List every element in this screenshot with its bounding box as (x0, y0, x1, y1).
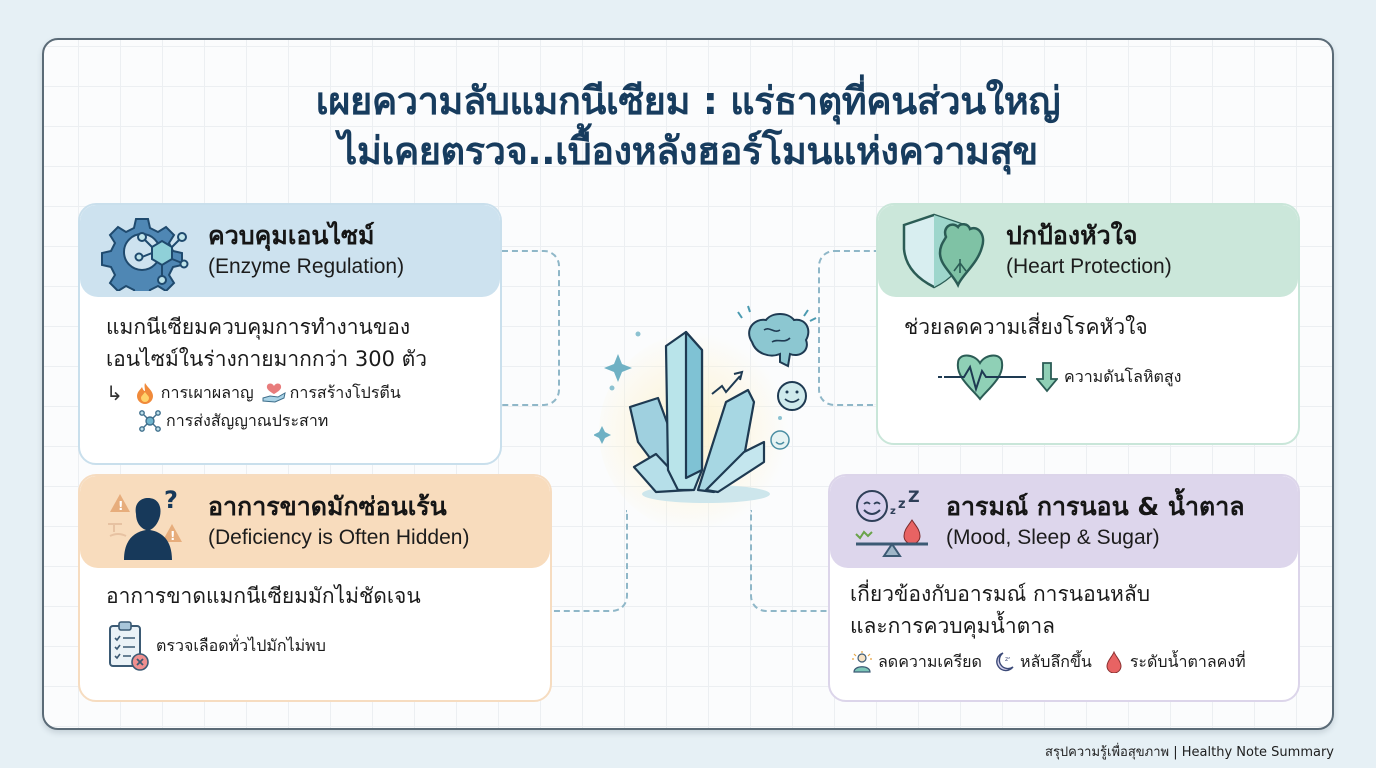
card-title-en: (Mood, Sleep & Sugar) (946, 526, 1160, 549)
heart-hand-icon (262, 381, 286, 405)
card-header: z z Z อารมณ์ การนอน & น้ำตาล (Mood, Slee… (830, 476, 1298, 568)
card-title-th: อารมณ์ การนอน & น้ำตาล (946, 492, 1245, 521)
card-body: อาการขาดแมกนีเซียมมักไม่ชัดเจน ตรวจเลือด… (80, 568, 550, 672)
footer-caption: สรุปความรู้เพื่อสุขภาพ | Healthy Note Su… (1045, 745, 1334, 760)
moon-sleep-icon: zᶻ (992, 650, 1016, 674)
card-mood-sleep-sugar: z z Z อารมณ์ การนอน & น้ำตาล (Mood, Slee… (828, 474, 1300, 702)
connector-deficiency (552, 510, 628, 612)
benefit-row: ความดันโลหิตสูง (904, 353, 1298, 401)
card-enzyme-regulation: ควบคุมเอนไซม์ (Enzyme Regulation) แมกนีเ… (78, 203, 502, 465)
title-line-2: ไม่เคยตรวจ..เบื้องหลังฮอร์โมนแห่งความสุข (338, 129, 1038, 173)
shield-heart-icon (898, 213, 988, 291)
function-label: การส่งสัญญาณประสาท (166, 411, 329, 430)
neuron-network-icon (138, 409, 162, 433)
body-line-1: อาการขาดแมกนีเซียมมักไม่ชัดเจน (106, 584, 421, 608)
benefit-label: หลับลึกขึ้น (1019, 652, 1092, 671)
card-title-en: (Heart Protection) (1006, 255, 1172, 278)
svg-text:!: ! (170, 529, 175, 543)
title-line-1: เผยความลับแมกนีเซียม : แร่ธาตุที่คนส่วนใ… (315, 79, 1061, 123)
function-label: การเผาผลาญ (160, 383, 254, 402)
svg-text:?: ? (164, 486, 178, 514)
magnesium-crystal-icon (593, 302, 834, 562)
connector-heart (818, 250, 876, 406)
svg-text:zᶻ: zᶻ (1005, 656, 1010, 663)
heartbeat-icon (930, 353, 1030, 401)
clipboard-x-icon (106, 620, 150, 672)
fire-icon (133, 381, 157, 405)
svg-text:!: ! (118, 499, 123, 513)
connector-enzyme (502, 250, 560, 406)
calm-person-icon (850, 650, 874, 674)
card-title-th: อาการขาดมักซ่อนเร้น (208, 492, 447, 521)
card-header: ! ! ? อาการขาดมักซ่อนเร้น (Deficiency is… (80, 476, 550, 568)
body-line-2: และการควบคุมน้ำตาล (850, 614, 1055, 638)
benefit-label: ลดความเครียด (878, 652, 982, 671)
svg-text:z: z (890, 506, 896, 517)
body-line-1: แมกนีเซียมควบคุมการทำงานของ (106, 315, 411, 339)
body-line-1: เกี่ยวข้องกับอารมณ์ การนอนหลับ (850, 582, 1151, 606)
body-line-2: เอนไซม์ในร่างกายมากกว่า 300 ตัว (106, 347, 428, 371)
card-title-th: ปกป้องหัวใจ (1006, 221, 1138, 250)
note-label: ตรวจเลือดทั่วไปมักไม่พบ (156, 636, 326, 655)
card-deficiency-hidden: ! ! ? อาการขาดมักซ่อนเร้น (Deficiency is… (78, 474, 552, 702)
card-header: ควบคุมเอนไซม์ (Enzyme Regulation) (80, 205, 500, 300)
page-title: เผยความลับแมกนีเซียม : แร่ธาตุที่คนส่วนใ… (44, 76, 1332, 176)
benefit-label: ระดับน้ำตาลคงที่ (1129, 652, 1246, 671)
card-title-en: (Enzyme Regulation) (208, 255, 405, 278)
benefit-label: ความดันโลหิตสูง (1064, 367, 1182, 386)
body-line-1: ช่วยลดความเสี่ยงโรคหัวใจ (904, 315, 1148, 339)
return-arrow-icon: ↳ (106, 381, 123, 405)
function-list-row: ↳ การเผาผลาญ การสร้างโปรตีน (106, 379, 500, 407)
person-warning-icon: ! ! ? (100, 484, 190, 562)
benefit-row: ลดความเครียด zᶻ หลับลึกขึ้น ระดับน้ำตาลค… (850, 648, 1298, 676)
card-header: ปกป้องหัวใจ (Heart Protection) (878, 205, 1298, 297)
blood-drop-icon (1102, 650, 1126, 674)
mood-sleep-sugar-icon: z z Z (850, 484, 940, 562)
card-body: ช่วยลดความเสี่ยงโรคหัวใจ ความดันโลหิตสูง (878, 297, 1298, 401)
infographic-frame: เผยความลับแมกนีเซียม : แร่ธาตุที่คนส่วนใ… (42, 38, 1334, 730)
svg-text:Z: Z (908, 487, 920, 506)
svg-text:z: z (898, 497, 906, 512)
connector-mood (750, 510, 828, 612)
function-list-row: การส่งสัญญาณประสาท (106, 407, 500, 435)
card-heart-protection: ปกป้องหัวใจ (Heart Protection) ช่วยลดควา… (876, 203, 1300, 445)
card-title-en: (Deficiency is Often Hidden) (208, 526, 470, 549)
card-title-th: ควบคุมเอนไซม์ (208, 221, 375, 250)
card-body: เกี่ยวข้องกับอารมณ์ การนอนหลับ และการควบ… (830, 568, 1298, 676)
card-body: แมกนีเซียมควบคุมการทำงานของ เอนไซม์ในร่า… (80, 297, 500, 435)
note-row: ตรวจเลือดทั่วไปมักไม่พบ (106, 620, 550, 672)
function-label: การสร้างโปรตีน (289, 383, 401, 402)
down-arrow-icon (1036, 361, 1058, 393)
gear-molecule-icon (100, 213, 190, 300)
